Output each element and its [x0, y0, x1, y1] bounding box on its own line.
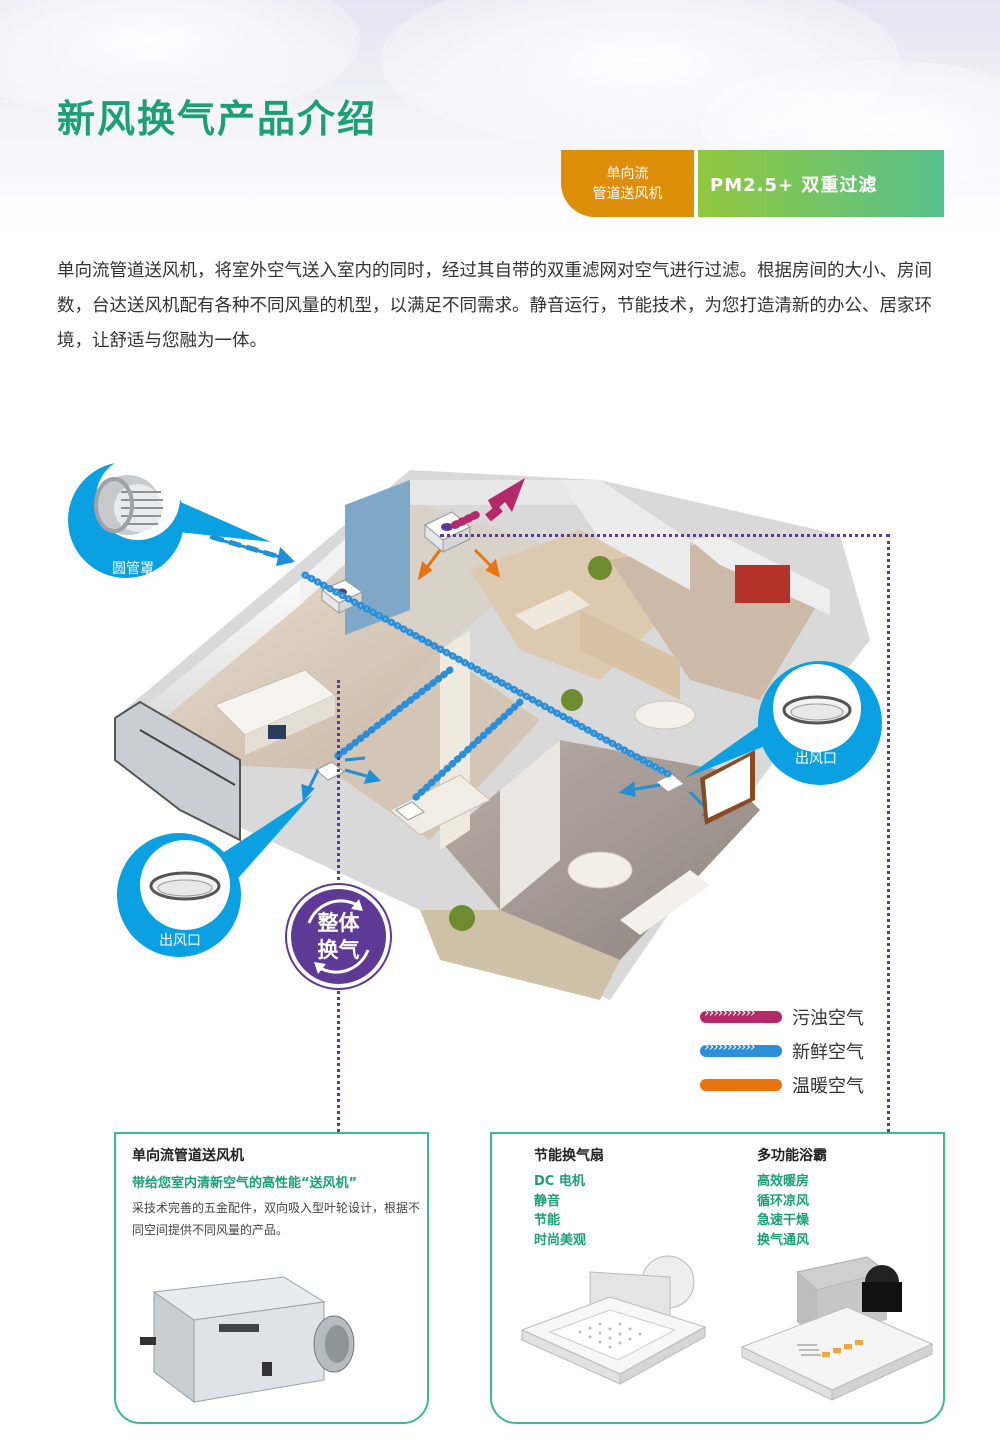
product-type-line1: 单向流 [606, 165, 649, 182]
product-type-tag: 单向流 管道送风机 [561, 150, 694, 217]
list-item: 节能 [534, 1213, 561, 1228]
bath-heater-features: 高效暖房 循环凉风 急速干燥 换气通风 [757, 1172, 827, 1250]
legend-row-dirty: 污浊空气 [700, 1000, 864, 1034]
legend-row-warm: 温暖空气 [700, 1068, 864, 1102]
airflow-legend: 污浊空气 新鲜空气 温暖空气 [700, 1000, 864, 1102]
duct-fan-product-image [140, 1276, 355, 1403]
connector-line-right-top [440, 534, 890, 537]
header-background [0, 0, 1000, 230]
list-item: 静音 [534, 1193, 561, 1209]
filter-feature-tag: PM2.5+ 双重过滤 [698, 150, 944, 217]
list-item: DC 电机 [534, 1174, 585, 1189]
duct-fan-title: 单向流管道送风机 [132, 1148, 244, 1164]
duct-fan-description: 采技术完善的五金配件，双向吸入型叶轮设计，根据不同空间提供不同风量的产品。 [132, 1201, 421, 1237]
vent-fan-product-image [520, 1255, 707, 1385]
callout-round-hood-label: 圆管罩 [112, 561, 154, 577]
intake-unit [321, 579, 363, 615]
list-item: 循环凉风 [757, 1193, 810, 1209]
house-cutaway-diagram [114, 470, 870, 1000]
product-type-line2: 管道送风机 [592, 185, 663, 202]
list-item: 时尚美观 [534, 1232, 587, 1248]
connector-line-right [887, 534, 890, 1132]
vent-fan-features: DC 电机 静音 节能 时尚美观 [534, 1172, 604, 1250]
intro-paragraph: 单向流管道送风机，将室外空气送入室内的同时，经过其自带的双重滤网对空气进行过滤。… [57, 261, 932, 351]
fresh-air-swatch [700, 1045, 782, 1057]
exchange-cycle-arrows-icon [307, 899, 370, 974]
callout-outlet-left-label: 出风口 [159, 933, 201, 949]
duct-fan-card: 单向流管道送风机 带给您室内清新空气的高性能“送风机” 采技术完善的五金配件，双… [114, 1132, 429, 1424]
callout-outlet-right-label: 出风口 [795, 751, 837, 767]
warm-air-swatch [700, 1079, 782, 1091]
callout-outlet-left: 出风口 [117, 790, 317, 960]
exchange-line1: 整体 [317, 910, 360, 935]
callout-round-hood: 圆管罩 [66, 456, 276, 580]
duct-fan-subtitle: 带给您室内清新空气的高性能“送风机” [132, 1176, 358, 1191]
list-item: 急速干燥 [757, 1213, 810, 1228]
bath-heater-product-image [740, 1256, 934, 1401]
legend-label-warm: 温暖空气 [792, 1076, 864, 1097]
legend-label-fresh: 新鲜空气 [792, 1042, 864, 1063]
fan-heater-card: 节能换气扇 DC 电机 静音 节能 时尚美观 多功能浴霸 高效暖房 循环凉风 急… [490, 1132, 945, 1424]
bath-heater-title: 多功能浴霸 [757, 1148, 827, 1164]
list-item: 换气通风 [757, 1232, 810, 1248]
vent-fan-title: 节能换气扇 [534, 1148, 604, 1164]
legend-row-fresh: 新鲜空气 [700, 1034, 864, 1068]
exchange-line2: 换气 [317, 937, 360, 962]
legend-label-dirty: 污浊空气 [792, 1008, 864, 1029]
callout-outlet-right: 出风口 [685, 660, 885, 790]
dirty-air-swatch [700, 1011, 782, 1023]
list-item: 高效暖房 [757, 1174, 810, 1189]
page-title: 新风换气产品介绍 [57, 97, 378, 141]
